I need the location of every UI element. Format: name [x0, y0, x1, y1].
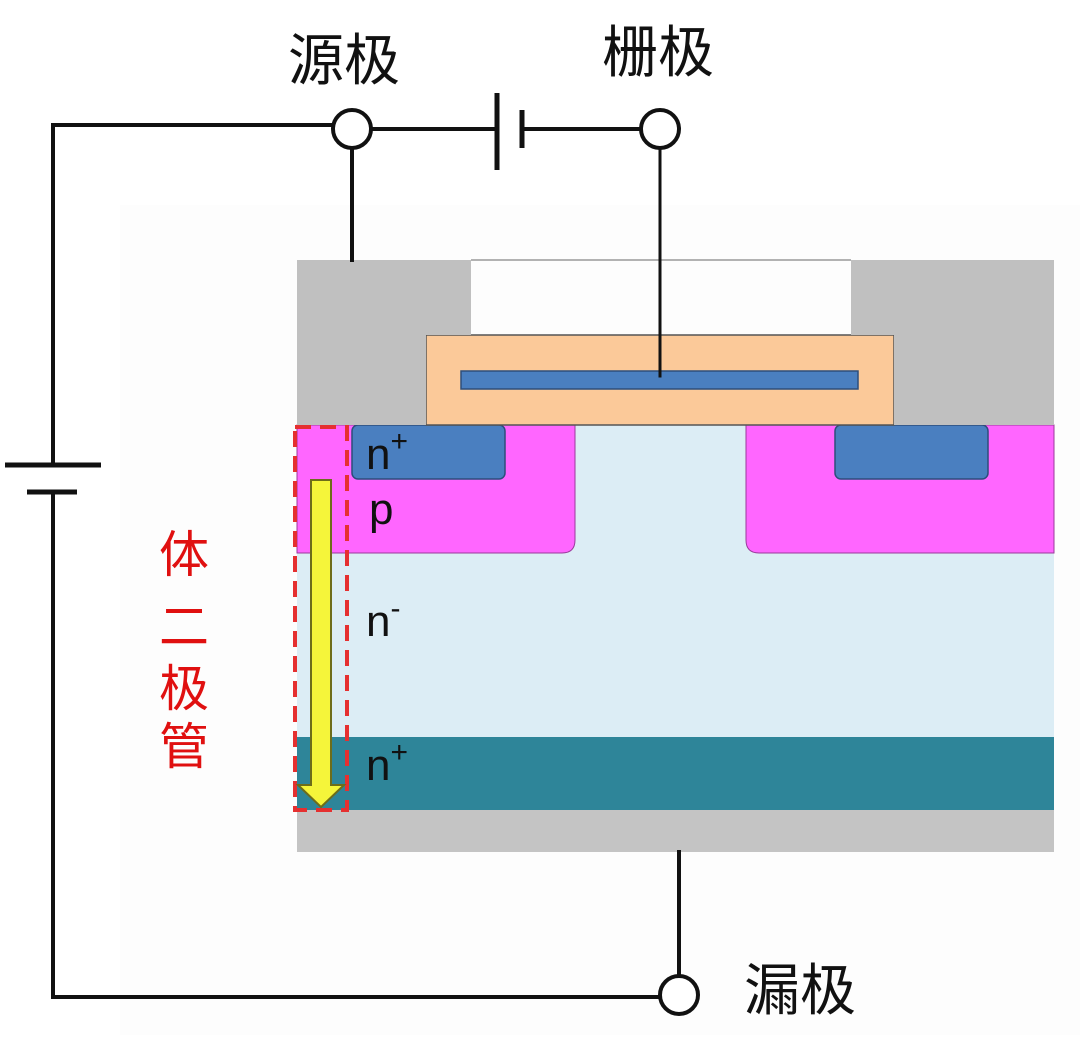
- drain-metal: [297, 810, 1054, 852]
- body-diode-label-char-2: 二: [159, 598, 209, 656]
- body-diode-box: [293, 425, 349, 812]
- body-diode-current-arrow: [295, 479, 347, 809]
- drain-terminal-label: 漏极: [744, 959, 856, 1024]
- n-plus-source-right: [834, 424, 989, 480]
- n-plus-substrate-label: n+: [366, 736, 408, 790]
- external-circuit: [51, 123, 681, 999]
- gate-terminal: [639, 108, 681, 150]
- body-diode-label-char-1: 体: [159, 526, 209, 584]
- source-terminal-label: 源极: [288, 29, 400, 94]
- source-to-battery-wire: [51, 123, 336, 467]
- drain-terminal: [658, 974, 700, 1016]
- source-metal-right: [851, 260, 1054, 425]
- p-body-label: p: [369, 485, 393, 534]
- n-plus-substrate: [297, 737, 1054, 810]
- gate-terminal-label: 栅极: [602, 21, 714, 86]
- body-diode-label-char-3: 极: [159, 660, 209, 718]
- source-terminal: [331, 108, 373, 150]
- source-metal-left: [297, 260, 471, 425]
- n-minus-drift-label: n-: [366, 592, 400, 646]
- battery-to-drain-wire: [51, 490, 662, 999]
- body-diode-label-char-4: 管: [159, 718, 209, 776]
- n-plus-source-label: n+: [366, 425, 408, 479]
